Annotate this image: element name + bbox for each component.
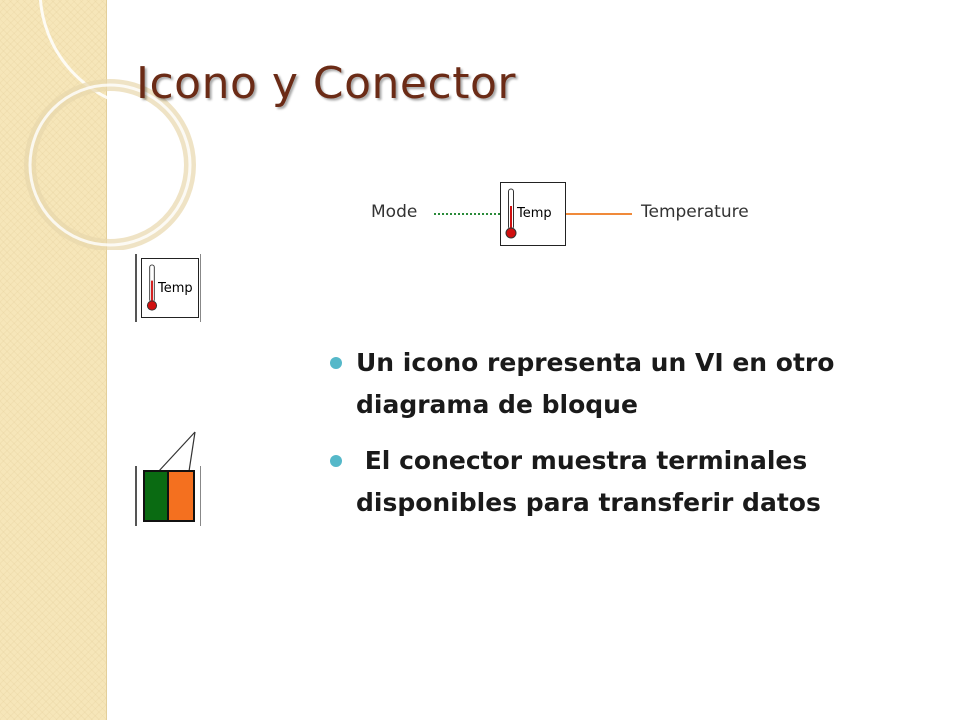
- icon-example-label: Temp: [158, 281, 193, 296]
- temp-vi-node[interactable]: Temp: [500, 182, 566, 246]
- bullet-text: El conector muestra terminales disponibl…: [356, 446, 821, 517]
- bullet-list: Un icono representa un VI en otro diagra…: [330, 342, 890, 538]
- connector-pane: [143, 470, 195, 522]
- output-wire: [566, 213, 632, 215]
- temperature-output-label: Temperature: [641, 202, 749, 222]
- connector-example-frame: [135, 466, 201, 526]
- thermometer-icon: [146, 264, 158, 311]
- input-wire: [434, 213, 500, 215]
- thermometer-icon: [505, 188, 517, 239]
- bullet-dot-icon: [330, 455, 342, 467]
- icon-example-frame: Temp: [135, 254, 201, 322]
- slide-title: Icono y Conector: [136, 58, 516, 109]
- bullet-dot-icon: [330, 357, 342, 369]
- mode-input-label: Mode: [371, 202, 418, 222]
- connector-terminal-left: [145, 472, 169, 520]
- bullet-text: Un icono representa un VI en otro diagra…: [356, 348, 835, 419]
- connector-terminal-right: [169, 472, 193, 520]
- temp-icon-example: Temp: [141, 258, 199, 318]
- bullet-item: El conector muestra terminales disponibl…: [330, 440, 890, 524]
- block-diagram: Mode Temp Temperature: [365, 178, 775, 250]
- vi-icon-label: Temp: [517, 206, 552, 221]
- bullet-item: Un icono representa un VI en otro diagra…: [330, 342, 890, 426]
- decorative-side-strip: [0, 0, 107, 720]
